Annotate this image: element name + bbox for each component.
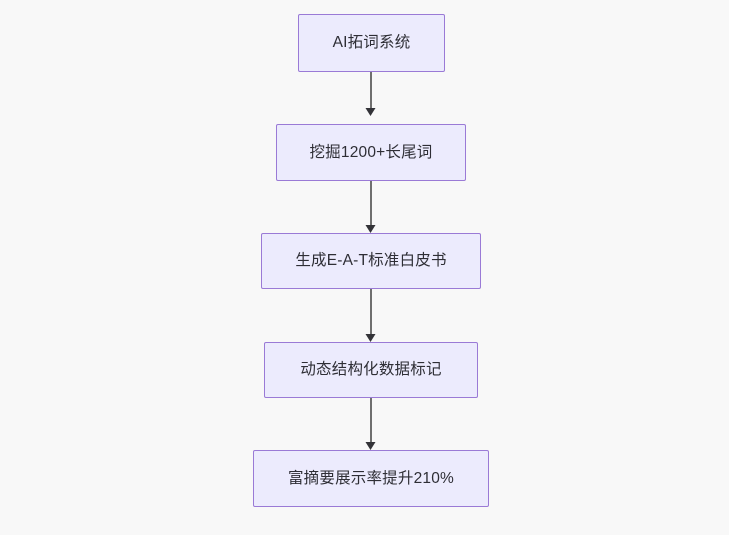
edge-line [370,72,372,108]
flow-node-label: 富摘要展示率提升210% [287,469,455,487]
edge-line [370,181,372,225]
flow-node-n4[interactable]: 动态结构化数据标记 [264,342,478,398]
arrow-head-icon [365,334,376,342]
arrow-head-icon [365,442,376,450]
edge-line [370,289,372,334]
arrow-head-icon [365,225,376,233]
flow-node-label: AI拓词系统 [332,34,411,52]
flow-node-label: 生成E-A-T标准白皮书 [295,252,447,270]
flow-node-label: 动态结构化数据标记 [300,361,442,379]
flow-node-n1[interactable]: AI拓词系统 [298,14,445,72]
arrow-head-icon [365,108,376,116]
flow-node-n2[interactable]: 挖掘1200+长尾词 [276,124,466,181]
edge-line [370,398,372,442]
flow-node-label: 挖掘1200+长尾词 [309,143,433,161]
flow-node-n5[interactable]: 富摘要展示率提升210% [253,450,489,507]
flow-node-n3[interactable]: 生成E-A-T标准白皮书 [261,233,481,289]
